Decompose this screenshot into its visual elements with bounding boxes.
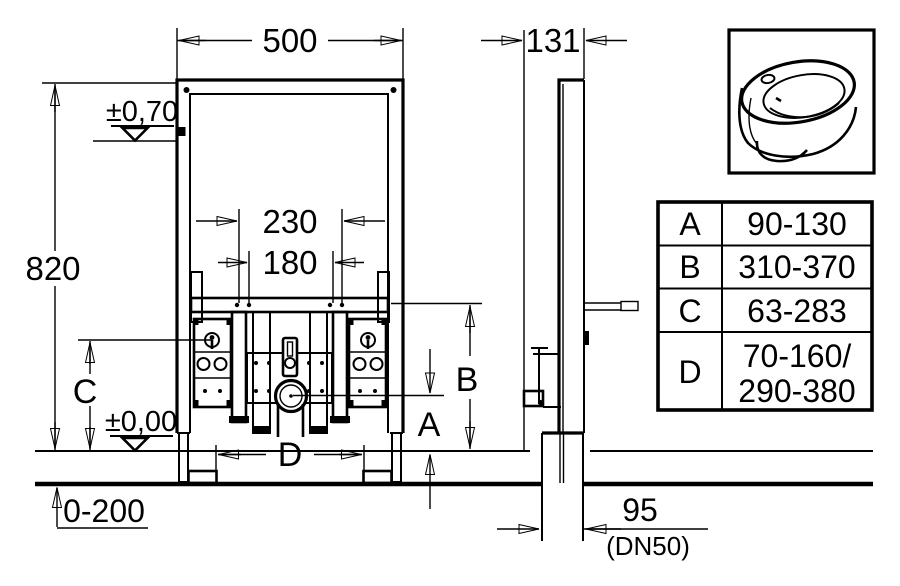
table-key-b: B — [679, 249, 700, 285]
dim-131: 131 — [481, 22, 627, 451]
drain-plate — [246, 336, 333, 437]
drain-pipe — [276, 404, 305, 437]
dim-c-label: C — [73, 373, 98, 411]
dim-180: 180 — [218, 244, 364, 303]
level-tick — [176, 127, 186, 136]
level-top: ±0,70 — [93, 96, 178, 143]
dim-d: D — [215, 436, 365, 474]
level-floor: ±0,00 — [105, 406, 177, 453]
dim-0-200-label: 0-200 — [63, 493, 145, 529]
dimensions: 500 131 820 ±0,70 230 — [25, 22, 708, 561]
level-070-label: ±0,70 — [106, 96, 178, 128]
side-foot-bracket — [522, 347, 561, 408]
side-drain-section — [541, 431, 584, 541]
legend-table: A 90-130 B 310-370 C 63-283 D 70-160/ 29… — [656, 200, 874, 412]
dim-b: B — [391, 302, 482, 449]
dim-b-label: B — [456, 361, 479, 399]
level-triangle-top — [119, 126, 151, 143]
dim-230-label: 230 — [262, 203, 317, 240]
table-value-b: 310-370 — [738, 249, 855, 285]
dim-c: C — [73, 339, 212, 450]
side-view — [522, 78, 639, 541]
dim-230: 230 — [196, 203, 385, 303]
dim-500: 500 — [176, 22, 404, 79]
table-value-a: 90-130 — [747, 206, 847, 242]
table-key-a: A — [679, 206, 701, 242]
dim-820-label: 820 — [25, 250, 80, 287]
floor-lines — [35, 450, 873, 487]
bidet-icon-frame — [727, 28, 876, 175]
corner-screw-left — [183, 87, 190, 93]
dim-d-label: D — [278, 436, 303, 474]
mount-bracket-right — [347, 317, 388, 409]
bidet-icon — [727, 28, 876, 175]
dim-dn50-label: (DN50) — [606, 531, 690, 561]
dim-131-label: 131 — [525, 22, 580, 59]
dim-820: 820 — [25, 82, 177, 450]
dim-95: 95 (DN50) — [497, 492, 708, 561]
level-000-label: ±0,00 — [105, 406, 177, 438]
table-value-c: 63-283 — [747, 293, 847, 329]
table-key-c: C — [678, 293, 701, 329]
dim-0-200: 0-200 — [51, 487, 148, 529]
wall-tick — [584, 331, 589, 345]
dim-180-label: 180 — [262, 244, 317, 281]
table-value-d-line1: 70-160/ — [743, 338, 852, 374]
dim-500-label: 500 — [262, 22, 317, 59]
dim-a: A — [293, 349, 444, 509]
level-triangle-floor — [119, 436, 151, 453]
dim-95-label: 95 — [622, 492, 658, 528]
profile-outline — [557, 78, 584, 433]
dim-a-label: A — [418, 406, 441, 444]
table-value-d-line2: 290-380 — [738, 373, 855, 409]
corner-screw-right — [390, 87, 397, 93]
table-key-d: D — [678, 354, 701, 390]
mounting-stud — [584, 300, 639, 312]
mount-bracket-left — [192, 317, 233, 409]
front-view — [175, 78, 405, 485]
